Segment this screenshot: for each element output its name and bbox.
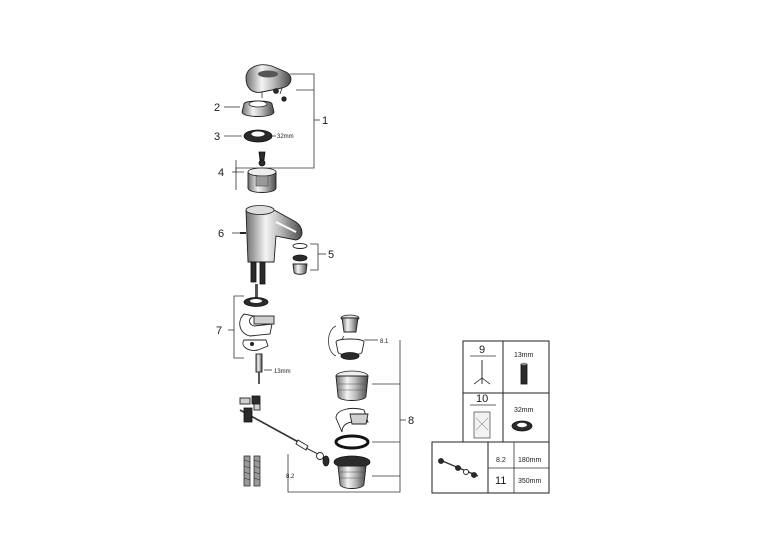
threaded-rod-part: [255, 353, 263, 384]
callout-3: 3: [214, 131, 220, 143]
table-item-8-2-size: 180mm: [518, 457, 542, 464]
table-item-10: 10: [476, 393, 488, 405]
table-item-9: 9: [479, 344, 485, 356]
callout-7: 7: [216, 325, 222, 337]
tool-item-9-drawing: [473, 360, 491, 385]
hose-item-11-drawing: [438, 458, 479, 478]
fixing-set-part: [239, 297, 275, 351]
waste-o-ring-part: [334, 434, 370, 450]
flexible-hoses-part: [243, 455, 261, 487]
cartridge-part: [247, 151, 277, 193]
table-item-9-size: 13mm: [514, 352, 534, 359]
waste-gasket-part: [335, 407, 369, 433]
callout-1: 1: [322, 115, 328, 127]
pop-up-rod-part: [239, 409, 330, 467]
callout-6: 6: [218, 228, 224, 240]
callout-8-2: 8.2: [286, 474, 295, 480]
handle-screw-part: [273, 88, 287, 102]
callout-8: 8: [408, 415, 414, 427]
cartridge-item-10-drawing: [473, 411, 491, 439]
rod-size-label: 13mm: [274, 369, 291, 375]
callout-4: 4: [218, 167, 224, 179]
cap-ring-part: [241, 100, 275, 117]
tap-body-part: [240, 205, 303, 306]
aerator-part: [292, 243, 308, 275]
waste-body-part: [335, 370, 369, 401]
table-item-10-size: 32mm: [514, 407, 534, 414]
seal-ring-81: [340, 352, 360, 360]
pop-up-plug-part: [335, 314, 365, 356]
lever-handle-part: [245, 64, 292, 98]
table-item-8-2: 8.2: [496, 457, 506, 464]
nut-size-label: 32mm: [277, 134, 294, 140]
spare-parts-table: [431, 340, 550, 494]
sleeve-item-9-drawing: [520, 362, 528, 385]
bracket-1: [235, 73, 320, 190]
callout-2: 2: [214, 102, 220, 114]
nut-item-10-drawing: [511, 420, 533, 432]
nut-part: [243, 129, 273, 143]
callout-5: 5: [328, 249, 334, 261]
connector-parts: [239, 395, 261, 423]
callout-8-1: 8.1: [380, 339, 389, 345]
waste-nut-part: [333, 455, 371, 489]
table-item-11-size: 350mm: [518, 478, 542, 485]
table-item-11: 11: [495, 475, 506, 487]
